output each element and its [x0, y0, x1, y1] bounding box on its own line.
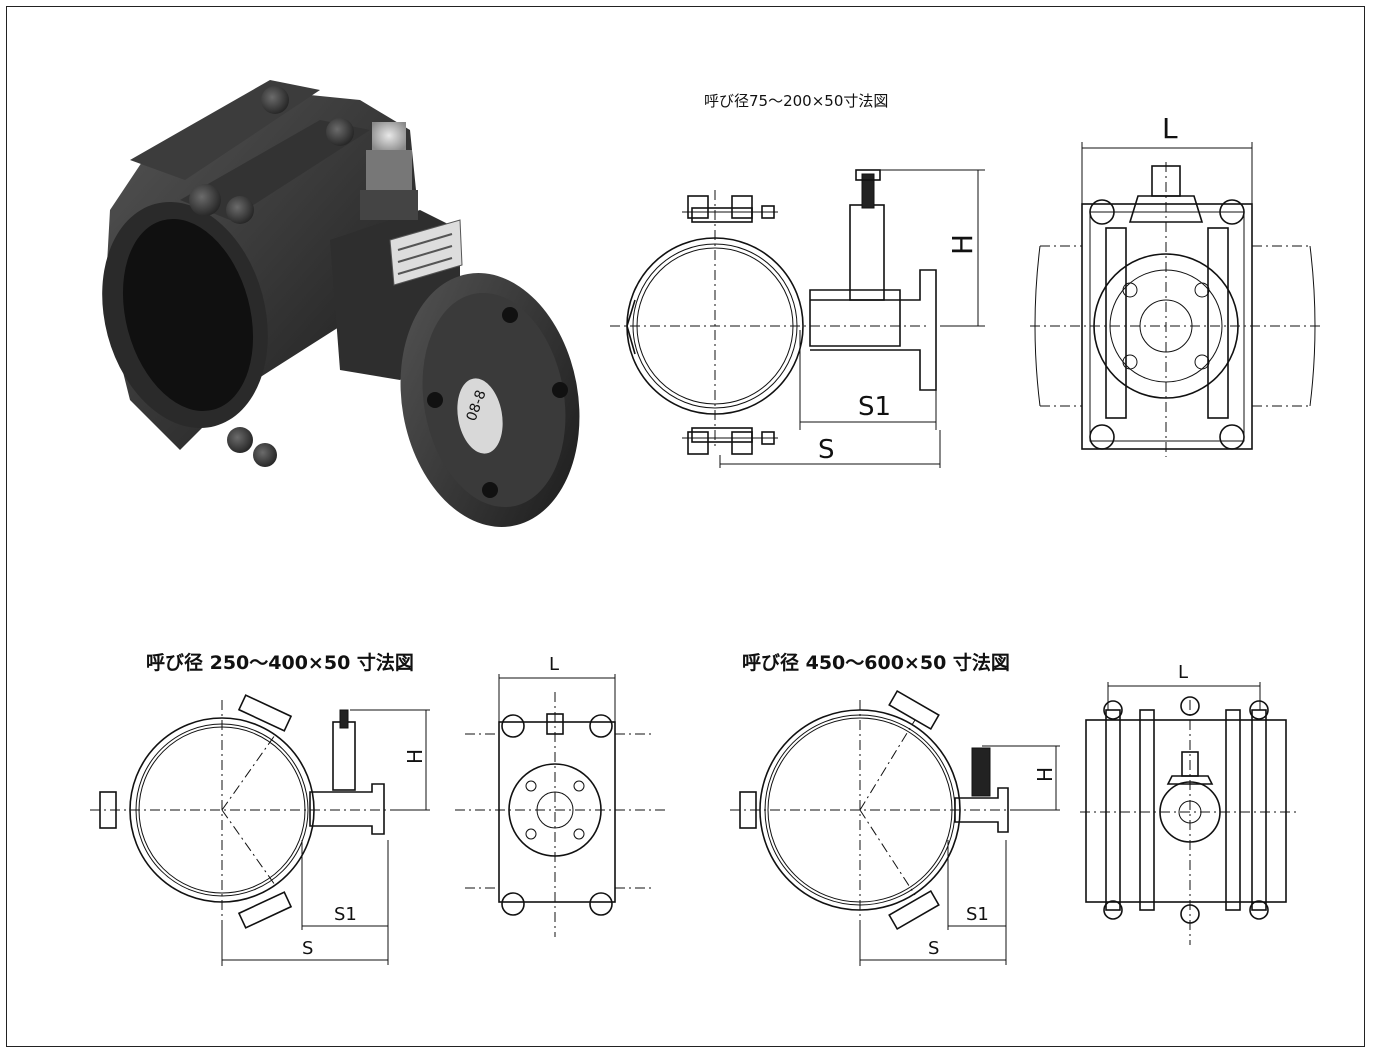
- label-L-medium: L: [549, 654, 559, 675]
- label-S1-medium: S1: [334, 904, 357, 925]
- title-large-size: 呼び径 450～600×50 寸法図: [742, 652, 1010, 674]
- drawing-small-front-view: L: [1030, 112, 1320, 457]
- page-frame: [6, 6, 1365, 1047]
- product-photo: 08-8: [102, 80, 580, 527]
- label-S1-large: S1: [966, 904, 989, 925]
- label-L-large: L: [1178, 662, 1188, 683]
- label-S-medium: S: [302, 938, 313, 959]
- drawing-large-side-view: H S1 S: [730, 689, 1060, 966]
- label-S-large: S: [928, 938, 939, 959]
- drawing-medium-side-view: H S1 S: [90, 694, 430, 966]
- drawing-medium-front-view: L: [455, 654, 665, 937]
- drawing-large-front-view: L: [1080, 662, 1300, 945]
- title-small-size: 呼び径75～200×50寸法図: [704, 92, 889, 110]
- label-H: H: [946, 234, 979, 255]
- label-H-large: H: [1033, 767, 1057, 782]
- title-medium-size: 呼び径 250～400×50 寸法図: [146, 652, 414, 674]
- label-L: L: [1162, 112, 1178, 145]
- label-S-small: S: [818, 435, 835, 465]
- drawing-small-side-view: H S1 S: [610, 169, 985, 468]
- label-S1-small: S1: [858, 392, 891, 422]
- label-H-medium: H: [403, 749, 427, 764]
